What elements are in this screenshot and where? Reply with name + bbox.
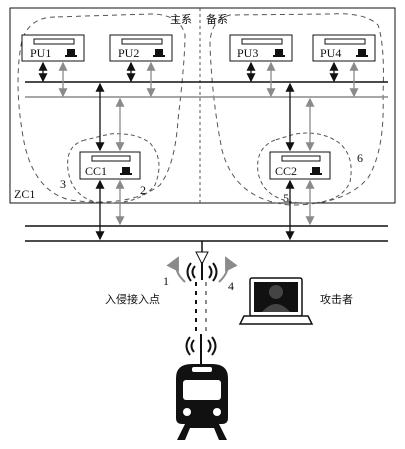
cc1-unit: CC1 [79, 151, 141, 180]
intrusion-point-label: 入侵接入点 [105, 293, 160, 306]
printer-icon [67, 49, 75, 55]
svg-text:PU1: PU1 [30, 46, 51, 60]
wireless-antenna-icon [185, 334, 217, 366]
svg-text:PU3: PU3 [237, 46, 258, 60]
printer-icon [155, 49, 163, 55]
cc2-unit: CC2 [269, 151, 331, 180]
wireless-antenna-icon [186, 241, 218, 282]
marker-2: 2 [140, 183, 146, 197]
zc1-box [9, 7, 396, 204]
svg-text:CC1: CC1 [85, 164, 107, 178]
cc-bus-links [95, 82, 315, 152]
attack-arrow-in [166, 256, 186, 283]
pu1-unit: PU1 [21, 34, 85, 62]
printer-icon [312, 167, 320, 173]
standby-system-label: 备系 [206, 12, 228, 26]
attack-arrow-out [218, 256, 238, 283]
primary-system-label: 主系 [170, 13, 192, 26]
wireless-link [195, 282, 207, 332]
marker-4: 4 [228, 279, 234, 293]
attacker-label: 攻击者 [320, 292, 353, 306]
svg-text:PU2: PU2 [118, 46, 139, 60]
marker-5: 5 [283, 191, 289, 205]
train-icon [176, 364, 228, 440]
printer-icon [275, 49, 283, 55]
pu4-unit: PU4 [312, 34, 376, 62]
marker-1: 1 [163, 274, 169, 288]
svg-text:PU4: PU4 [320, 46, 341, 60]
primary-group-outline [17, 13, 186, 203]
hacker-laptop-icon [238, 277, 314, 325]
cc-external-links [95, 179, 315, 241]
marker-3: 3 [60, 177, 66, 191]
pu3-unit: PU3 [229, 34, 293, 62]
pu-bus-links [38, 61, 359, 98]
standby-group-outline [209, 13, 384, 206]
cc1-group-outline [67, 133, 160, 204]
printer-icon [122, 167, 130, 173]
svg-text:CC2: CC2 [275, 164, 297, 178]
cc2-group-outline [257, 132, 352, 204]
zc1-label: ZC1 [14, 187, 35, 201]
pu2-unit: PU2 [109, 34, 173, 62]
marker-6: 6 [357, 151, 363, 165]
printer-icon [358, 49, 366, 55]
